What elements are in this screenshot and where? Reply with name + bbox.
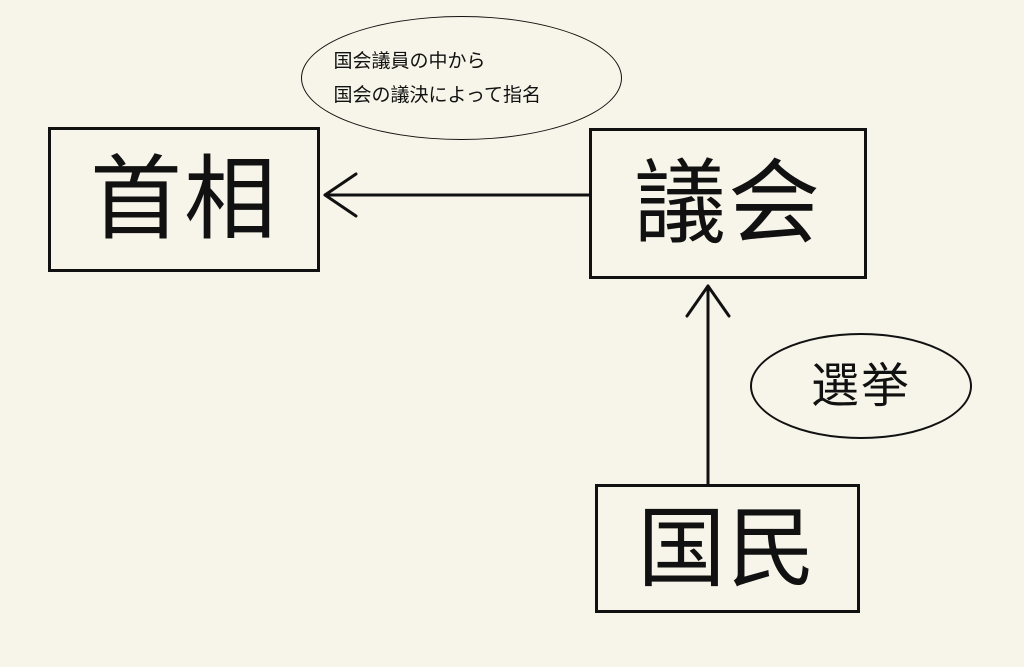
diet-label: 議会	[633, 149, 822, 257]
arrow-citizens-to-diet	[685, 284, 731, 486]
prime-minister-label: 首相	[89, 145, 278, 253]
diet-box: 議会	[589, 128, 867, 279]
citizens-label: 国民	[637, 496, 818, 600]
arrow-diet-to-prime-minister	[323, 172, 591, 218]
election-note: 選挙	[750, 333, 972, 439]
citizens-box: 国民	[595, 484, 860, 613]
nomination-note: 国会議員の中から 国会の議決によって指名	[301, 16, 622, 140]
nomination-note-line-2: 国会の議決によって指名	[333, 84, 541, 106]
prime-minister-box: 首相	[48, 127, 320, 272]
nomination-note-line-1: 国会議員の中から	[333, 50, 486, 72]
election-label: 選挙	[810, 358, 911, 414]
